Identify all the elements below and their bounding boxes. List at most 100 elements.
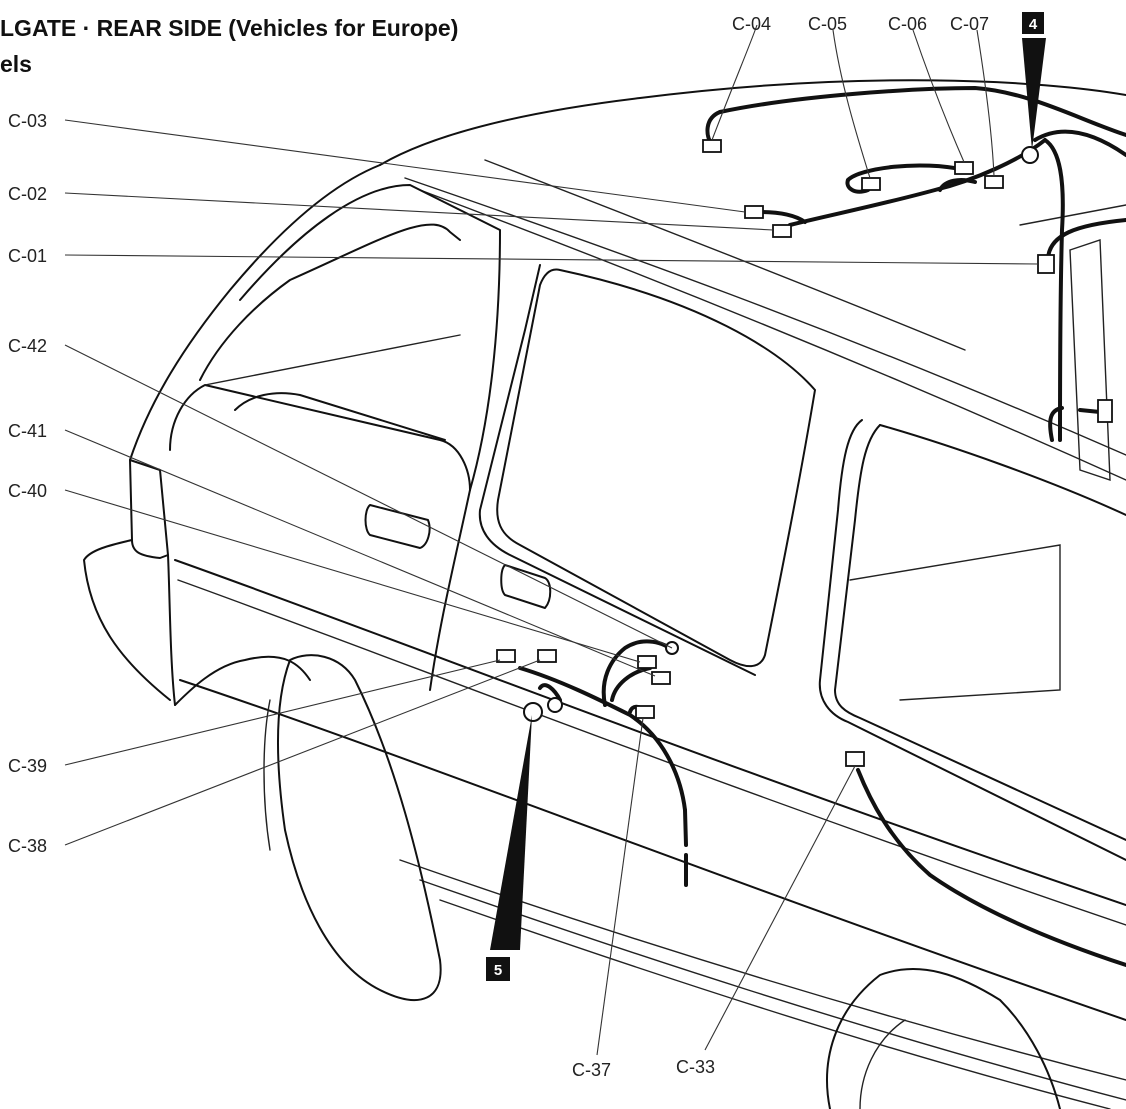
side-harness-loop-2 (610, 666, 652, 702)
connector-c07[interactable] (984, 175, 1004, 189)
callout-labels: C-04 C-05 C-06 C-07 C-03 C-02 C-01 C-42 … (8, 14, 989, 1080)
callout-c37: C-37 (572, 1060, 611, 1080)
roof-harness-rear (1033, 129, 1126, 157)
leader-c39 (64, 659, 501, 766)
rocker-line-2 (399, 859, 1126, 1081)
connector-c04[interactable] (702, 139, 722, 153)
side-window-1 (496, 268, 816, 668)
roof-inner-edge-2 (419, 189, 1126, 481)
rear-window-side (834, 424, 1126, 841)
connector-c38[interactable] (537, 649, 557, 663)
ground-point-5b[interactable] (547, 697, 563, 713)
sliding-door-handle (500, 564, 552, 609)
roof-harness-c03-branch (758, 210, 807, 224)
leader-c05 (832, 29, 871, 179)
connector-rear-pillar[interactable] (1097, 399, 1113, 423)
callout-c03: C-03 (8, 111, 47, 131)
connector-c40[interactable] (637, 655, 657, 669)
diagram-subtitle: els (0, 51, 32, 77)
marker-4-label: 4 (1029, 16, 1038, 33)
leader-c38 (64, 659, 541, 846)
side-harness-main (518, 666, 687, 812)
callout-c02: C-02 (8, 184, 47, 204)
callout-c05: C-05 (808, 14, 847, 34)
leader-c04 (711, 24, 758, 141)
callout-c39: C-39 (8, 756, 47, 776)
front-fender (83, 539, 171, 701)
belt-line-1 (174, 559, 1126, 906)
wire-harness (518, 86, 1126, 967)
connector-c41[interactable] (651, 671, 671, 685)
side-window-1-outer (478, 264, 756, 676)
roof-ridge (484, 159, 966, 351)
callout-c33: C-33 (676, 1057, 715, 1077)
leader-lines (64, 24, 1039, 1056)
roof-harness-c07-branch (938, 178, 977, 192)
marker-5-label: 5 (494, 962, 502, 979)
vehicle-outline (83, 79, 1126, 1109)
side-harness-loop-1 (601, 639, 674, 707)
connector-c01[interactable] (1037, 254, 1055, 274)
leader-c37 (596, 717, 644, 1056)
pillar-harness-stub (1078, 408, 1102, 414)
leader-c07 (976, 29, 995, 177)
marker-4-pointer (1022, 38, 1046, 150)
connector-c39[interactable] (496, 649, 516, 663)
connector-c05[interactable] (861, 177, 881, 191)
leader-c03 (64, 119, 746, 213)
pillar-harness (1043, 138, 1065, 442)
leader-c40 (64, 489, 641, 663)
front-wheel-arch (174, 655, 311, 706)
rear-floor-harness (856, 768, 1126, 967)
rear-interior-floor (849, 544, 1061, 701)
rear-tire-edge (859, 1019, 906, 1109)
leader-c01 (64, 254, 1039, 265)
markers: 4 5 (486, 12, 1046, 981)
marker-5-pointer (490, 715, 532, 950)
marker-4-box (1022, 12, 1044, 34)
leader-c42 (64, 344, 673, 649)
side-harness-ground-branch (538, 683, 562, 702)
callout-c42: C-42 (8, 336, 47, 356)
connector-c06[interactable] (954, 161, 974, 175)
roof-harness-cross (788, 138, 1047, 227)
rear-header-line (1019, 204, 1126, 226)
side-harness-down (683, 808, 688, 887)
callout-c06: C-06 (888, 14, 927, 34)
roof-harness-c05-c06 (846, 163, 967, 182)
rocker-line-3 (419, 879, 1126, 1101)
interior-line (204, 334, 461, 386)
leader-c41 (64, 429, 656, 677)
leader-c02 (64, 192, 774, 231)
callout-c38: C-38 (8, 836, 47, 856)
rear-window-outer (818, 419, 1126, 861)
front-window-inner (199, 223, 461, 381)
diagram-title: LGATE · REAR SIDE (Vehicles for Europe) (0, 15, 458, 41)
ground-point-4[interactable] (1021, 146, 1039, 164)
ground-point-5[interactable] (523, 702, 543, 722)
leader-c06 (912, 29, 965, 163)
rear-window-top (879, 424, 1126, 516)
rear-wheel-arch (826, 968, 1061, 1109)
roof-inner-edge (404, 177, 1126, 456)
callout-c40: C-40 (8, 481, 47, 501)
front-tire (277, 654, 442, 1001)
front-window-frame (239, 184, 501, 491)
connector-c03[interactable] (744, 205, 764, 219)
connectors (496, 139, 1113, 767)
marker-5-box (486, 957, 510, 981)
pillar-harness-c01 (1046, 218, 1126, 260)
door-front-edge (167, 554, 176, 706)
connector-c37[interactable] (635, 705, 655, 719)
connector-c02[interactable] (772, 224, 792, 238)
belt-line-2 (177, 579, 1126, 926)
connector-c33[interactable] (845, 751, 865, 767)
callout-c41: C-41 (8, 421, 47, 441)
callout-c04: C-04 (732, 14, 771, 34)
a-pillar (129, 459, 169, 559)
rocker-line-4 (439, 899, 1111, 1109)
front-tire-edge (263, 699, 271, 851)
callout-c07: C-07 (950, 14, 989, 34)
rocker-line-1 (179, 679, 1126, 1021)
